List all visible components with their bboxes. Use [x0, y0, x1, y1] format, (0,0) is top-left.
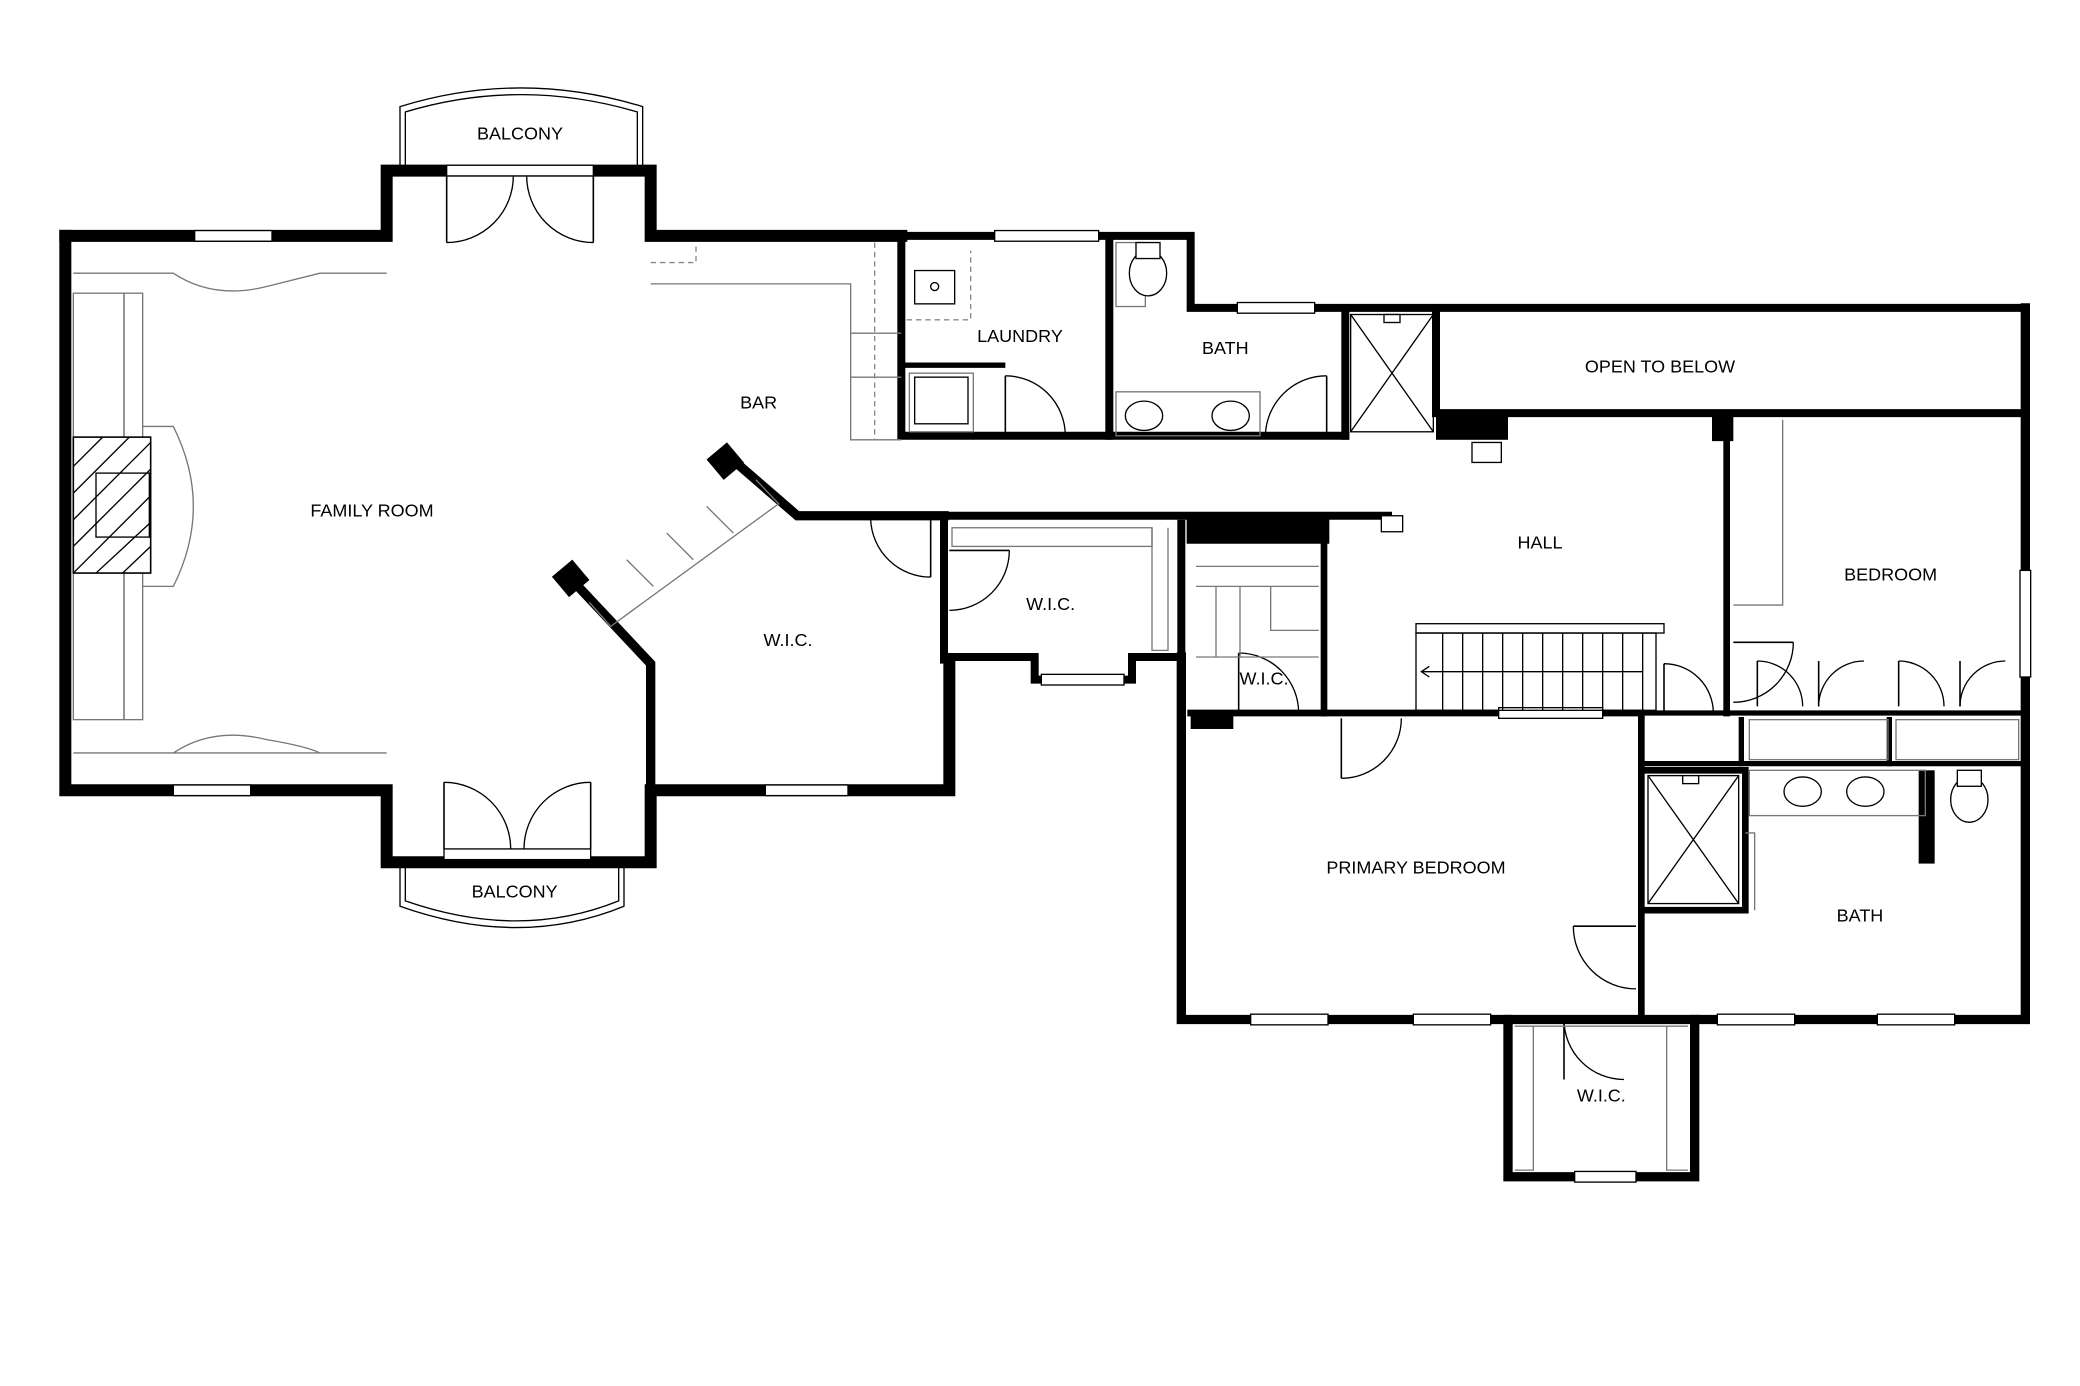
balconies: [399, 87, 644, 929]
bar-details: [588, 242, 902, 628]
label-wic-stair: W.I.C.: [1240, 668, 1289, 688]
middle-wic-details: [951, 527, 1169, 652]
bottom-wic-details: [1514, 1025, 1688, 1171]
bedroom-details: [1733, 419, 2020, 761]
doors: [443, 175, 2006, 1081]
label-wic-left: W.I.C.: [764, 630, 813, 650]
label-wic-bottom: W.I.C.: [1577, 1086, 1626, 1106]
walls: [59, 164, 2030, 1182]
label-balcony-bottom: BALCONY: [472, 882, 558, 902]
fireplace-wall: [72, 272, 387, 754]
label-primary-bedroom: PRIMARY BEDROOM: [1326, 858, 1505, 878]
label-hall: HALL: [1517, 532, 1562, 552]
label-bar: BAR: [740, 393, 777, 413]
label-wic-middle: W.I.C.: [1026, 594, 1075, 614]
label-bedroom: BEDROOM: [1844, 564, 1937, 584]
room-labels: BALCONY BALCONY FAMILY ROOM BAR LAUNDRY …: [310, 123, 1937, 1105]
label-laundry: LAUNDRY: [977, 326, 1063, 346]
laundry-fixtures: [906, 250, 974, 433]
stairs: [1196, 409, 1712, 711]
windows: [172, 164, 2032, 1183]
upper-bath-fixtures: [1115, 241, 1434, 437]
lower-bath-fixtures: [1647, 769, 1989, 911]
label-bath-upper: BATH: [1202, 338, 1249, 358]
label-open-to-below: OPEN TO BELOW: [1585, 357, 1735, 377]
label-family-room: FAMILY ROOM: [310, 501, 433, 521]
label-balcony-top: BALCONY: [477, 123, 563, 143]
label-bath-lower: BATH: [1837, 906, 1884, 926]
